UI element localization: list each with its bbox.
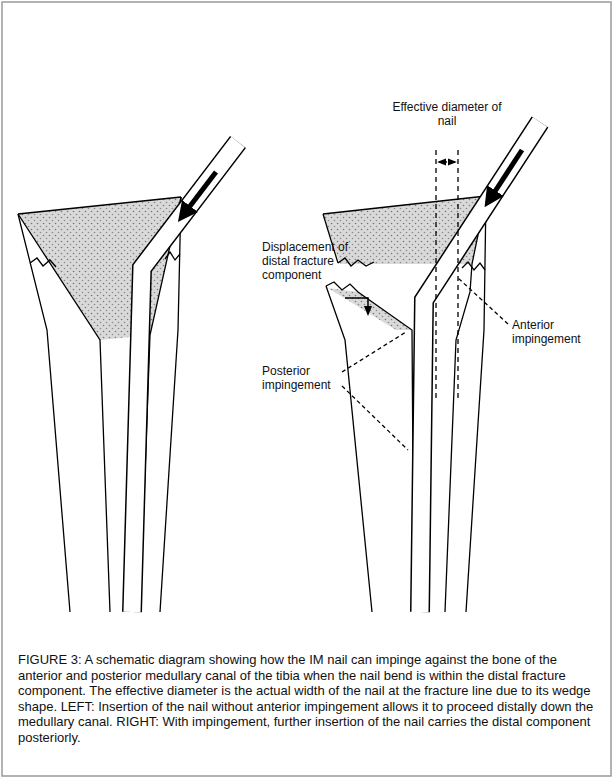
im-nail bbox=[132, 142, 238, 612]
insertion-arrow bbox=[184, 172, 216, 214]
figure-caption: FIGURE 3: A schematic diagram showing ho… bbox=[18, 652, 595, 745]
cancellous-bone bbox=[328, 288, 412, 330]
posterior-canal-wall bbox=[18, 214, 110, 612]
fracture-line bbox=[165, 252, 180, 260]
dimension-label: Effective diameter of nail bbox=[390, 100, 504, 128]
fracture-line bbox=[462, 262, 485, 270]
cancellous-bone bbox=[18, 197, 181, 340]
posterior-cortex bbox=[18, 214, 70, 612]
right-tibia bbox=[323, 122, 540, 612]
impingement-label: Posterior impingement bbox=[262, 364, 340, 392]
impingement-label: Anterior impingement bbox=[512, 318, 602, 346]
displacement-arrow bbox=[345, 298, 368, 314]
fracture-line bbox=[338, 258, 374, 266]
fracture-line bbox=[30, 258, 56, 267]
anterior-cortex bbox=[160, 197, 181, 612]
diameter-guide-line bbox=[435, 150, 436, 400]
im-nail-body bbox=[420, 122, 540, 612]
im-nail-body bbox=[132, 142, 238, 612]
insertion-arrow bbox=[490, 150, 522, 199]
anterior-cortex bbox=[466, 196, 486, 612]
posterior-cortex-distal bbox=[326, 286, 372, 612]
tibial-plateau bbox=[323, 196, 486, 214]
tibial-plateau bbox=[18, 197, 181, 214]
left-tibia bbox=[18, 142, 238, 612]
im-nail bbox=[420, 122, 540, 612]
leader-line bbox=[342, 332, 406, 372]
posterior-canal-wall bbox=[358, 292, 414, 612]
fracture-line bbox=[326, 282, 358, 292]
diameter-arrow bbox=[439, 161, 455, 162]
diameter-guide-line bbox=[457, 150, 458, 400]
leader-line bbox=[342, 386, 408, 450]
displacement-label: Displacement of distal fracture componen… bbox=[262, 240, 366, 282]
leader-line bbox=[458, 278, 508, 324]
